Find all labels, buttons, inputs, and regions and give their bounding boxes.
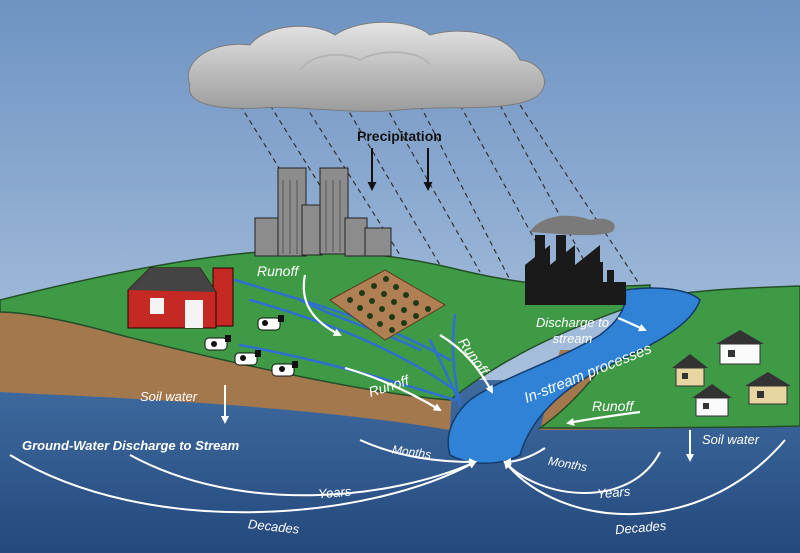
- runoff-arrows: [302, 274, 647, 426]
- groundwater-flow-arrows: [9, 439, 786, 516]
- runoff-label-right: Runoff: [592, 398, 634, 414]
- precipitation-label: Precipitation: [357, 128, 442, 144]
- stream: [447, 287, 701, 464]
- factory: [525, 235, 626, 305]
- soil-water-label-left: Soil water: [140, 389, 198, 404]
- cloud: [187, 21, 545, 112]
- groundwater-discharge-label: Ground-Water Discharge to Stream: [22, 438, 240, 453]
- cows: [204, 315, 298, 377]
- years-label-right: Years: [596, 483, 631, 502]
- houses: [672, 330, 791, 417]
- discharge-to-stream-label: Discharge to stream: [536, 315, 609, 346]
- barn: [127, 267, 234, 329]
- soil-water-arrows: [221, 385, 694, 462]
- runoff-label-upper: Runoff: [257, 263, 299, 279]
- tributaries: [233, 278, 462, 407]
- soil-water-label-right: Soil water: [702, 432, 760, 447]
- factory-smoke: [530, 215, 615, 236]
- city-windows: [282, 180, 341, 254]
- land-right: [537, 285, 800, 429]
- years-label-left: Years: [317, 483, 352, 502]
- precipitation-arrows: [367, 148, 433, 191]
- city-skyline: [254, 167, 392, 257]
- crop-field: [329, 269, 446, 341]
